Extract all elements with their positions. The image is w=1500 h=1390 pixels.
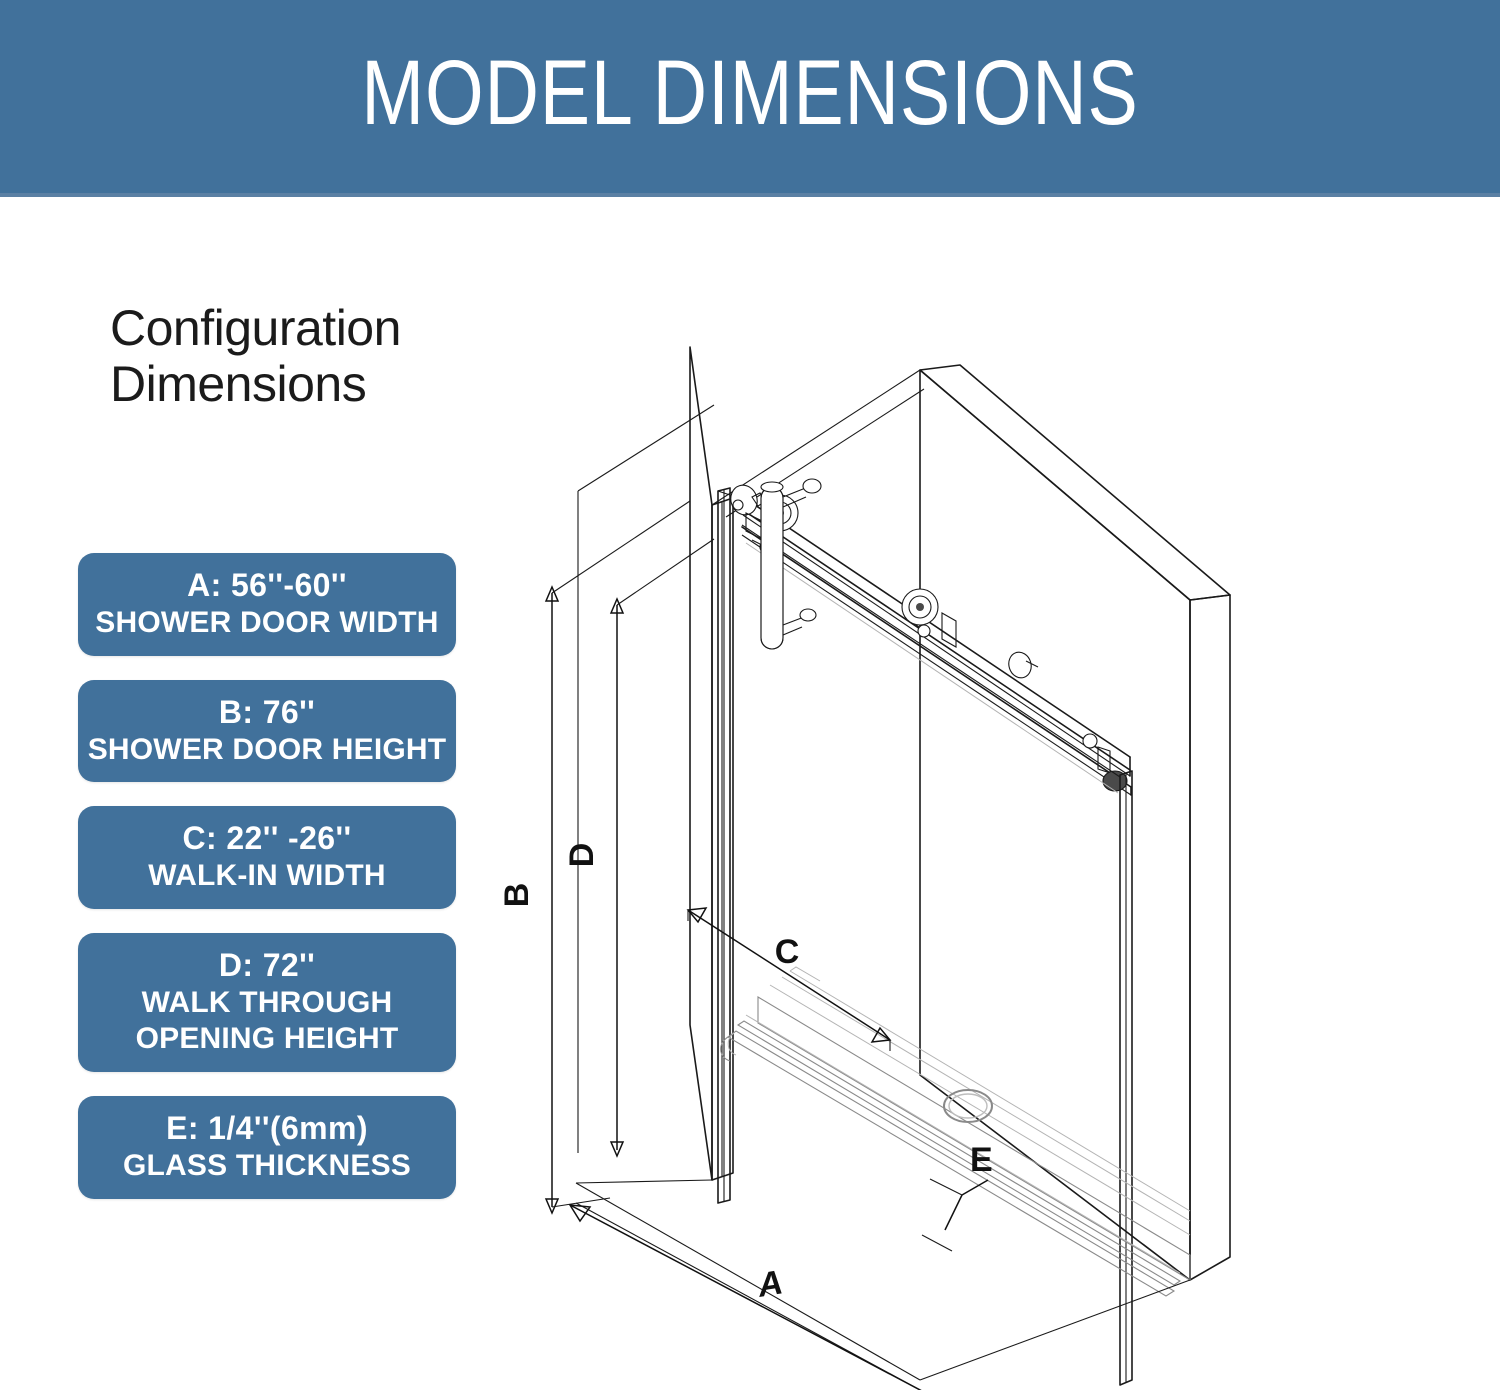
legend-chip-d-value: D: 72'' (218, 946, 316, 983)
roller-stop-cap (1008, 651, 1039, 679)
door-left-stile (717, 487, 731, 1204)
dimension-e: E (921, 1141, 993, 1252)
legend-chip-d-label: WALK THROUGH OPENING HEIGHT (135, 985, 399, 1056)
dimension-d: D (563, 538, 715, 1158)
roller-assembly-right (901, 588, 957, 648)
legend-chip-b-value: B: 76'' (218, 693, 316, 730)
dimension-label-e: E (970, 1141, 993, 1179)
left-panel: Configuration Dimensions (78, 300, 478, 412)
dimension-b: B (498, 500, 691, 1215)
dimension-label-c: C (775, 933, 800, 971)
drain-icon (943, 1089, 993, 1123)
dimension-a: A (568, 1204, 922, 1390)
legend-chip-e[interactable]: E: 1/4''(6mm) GLASS THICKNESS (78, 1095, 456, 1199)
legend-chip-c-value: C: 22'' -26'' (182, 820, 352, 857)
shower-base (720, 966, 1191, 1297)
wall-jamb (689, 346, 734, 1181)
legend-chip-c[interactable]: C: 22'' -26'' WALK-IN WIDTH (78, 806, 456, 909)
legend-chip-e-value: E: 1/4''(6mm) (166, 1109, 368, 1146)
legend-chip-a-value: A: 56''-60'' (187, 567, 347, 603)
header-banner: MODEL DIMENSIONS (0, 0, 1500, 193)
legend-chip-e-label: GLASS THICKNESS (122, 1148, 412, 1182)
legend-chip-b-label: SHOWER DOOR HEIGHT (87, 732, 447, 766)
fixed-glass-panel (577, 404, 715, 1153)
header-underline-divider (0, 193, 1500, 197)
dimension-c: C (686, 907, 892, 1051)
dimension-label-a: A (754, 1263, 785, 1305)
page-title: MODEL DIMENSIONS (361, 41, 1139, 144)
legend-chip-d[interactable]: D: 72'' WALK THROUGH OPENING HEIGHT (78, 932, 456, 1072)
section-heading: Configuration Dimensions (110, 300, 401, 412)
dimension-label-d: D (563, 843, 601, 868)
legend-chip-a[interactable]: A: 56''-60'' SHOWER DOOR WIDTH (78, 553, 456, 656)
dimension-label-b: B (498, 883, 536, 908)
door-handle (760, 478, 822, 650)
sliding-glass-door (741, 524, 1133, 1386)
product-technical-drawing: B D C E A (490, 195, 1500, 1390)
legend-chip-c-label: WALK-IN WIDTH (148, 859, 386, 893)
dimension-legend-list: A: 56''-60'' SHOWER DOOR WIDTH B: 76'' S… (78, 553, 456, 1223)
legend-chip-b[interactable]: B: 76'' SHOWER DOOR HEIGHT (78, 679, 456, 783)
legend-chip-a-label: SHOWER DOOR WIDTH (95, 606, 439, 639)
roller-assembly-end (1082, 733, 1128, 792)
header-rail-track (739, 494, 1132, 796)
floor-footprint (575, 1179, 1191, 1390)
